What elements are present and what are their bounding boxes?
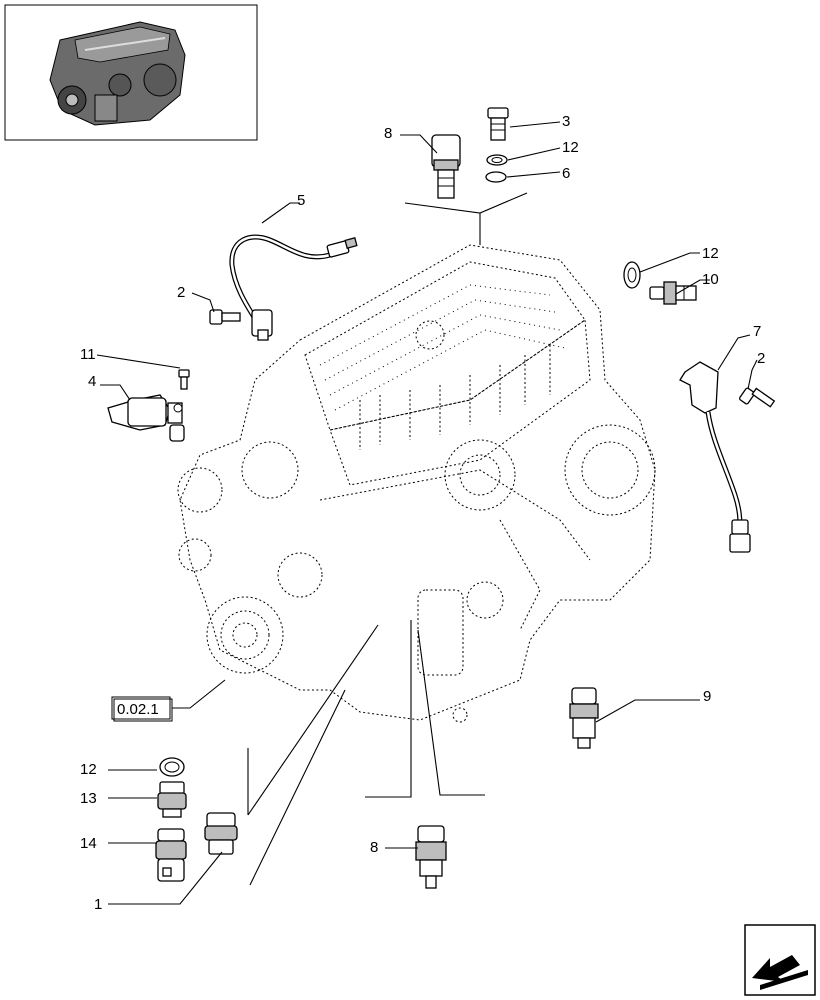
part-oring-6[interactable] — [485, 171, 507, 183]
engine-assembly-icon — [177, 244, 656, 723]
engine-thumbnail[interactable] — [4, 4, 258, 141]
part-sensor-8-top[interactable] — [431, 134, 461, 199]
part-bolt-3[interactable] — [487, 107, 509, 141]
callout-1: 1 — [94, 896, 102, 913]
callout-2-right: 2 — [757, 350, 765, 367]
reference-link-box[interactable]: 0.02.1 — [111, 696, 173, 722]
callout-5: 5 — [297, 192, 305, 209]
part-bolt-2-right[interactable] — [739, 387, 776, 408]
callout-10: 10 — [702, 271, 719, 288]
part-sensor-1[interactable] — [204, 812, 238, 855]
callout-12-top: 12 — [562, 139, 579, 156]
part-bolt-2-left[interactable] — [209, 309, 241, 325]
part-washer-12-top[interactable] — [486, 154, 508, 166]
callout-14: 14 — [80, 835, 97, 852]
engine-thumbnail-icon — [49, 21, 186, 126]
callout-8-bottom: 8 — [370, 839, 378, 856]
part-sensor-cable-5[interactable] — [229, 234, 358, 341]
callout-11: 11 — [80, 346, 96, 363]
part-washer-12-right[interactable] — [623, 261, 641, 289]
callout-9: 9 — [703, 688, 711, 705]
part-sensor-9[interactable] — [569, 687, 599, 749]
callout-3: 3 — [562, 113, 570, 130]
part-sensor-13[interactable] — [157, 781, 187, 818]
callout-2-left: 2 — [177, 284, 185, 301]
next-page-arrow-icon[interactable] — [744, 924, 816, 996]
part-washer-12-bottom[interactable] — [159, 757, 185, 777]
part-sensor-10[interactable] — [649, 281, 697, 305]
callout-7: 7 — [753, 323, 761, 340]
callout-12-bottom: 12 — [80, 761, 97, 778]
callout-4: 4 — [88, 373, 96, 390]
part-sensor-4[interactable] — [107, 394, 185, 442]
part-screw-11[interactable] — [178, 369, 190, 390]
part-sensor-8-bottom[interactable] — [415, 825, 447, 889]
part-sensor-cable-7[interactable] — [679, 361, 751, 553]
callout-13: 13 — [80, 790, 97, 807]
callout-8-top: 8 — [384, 125, 392, 142]
part-sensor-14[interactable] — [155, 828, 187, 882]
reference-label: 0.02.1 — [117, 701, 159, 718]
callout-12-right: 12 — [702, 245, 719, 262]
callout-6: 6 — [562, 165, 570, 182]
